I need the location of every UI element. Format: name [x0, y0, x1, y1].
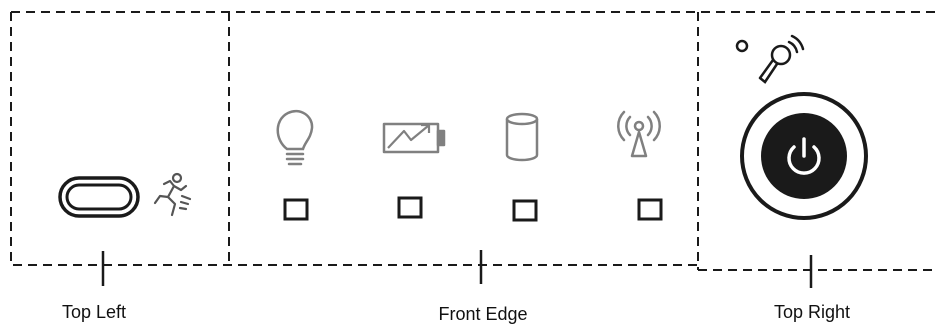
- running-man-icon: [153, 172, 192, 217]
- indicator-light-power: [283, 198, 309, 221]
- pill-button-outer: [58, 176, 140, 218]
- pill-button-inner: [65, 183, 133, 211]
- label-top-left: Top Left: [62, 302, 127, 322]
- label-front-edge: Front Edge: [438, 304, 528, 324]
- instant-key-button[interactable]: [58, 176, 140, 218]
- power-button[interactable]: [740, 92, 868, 220]
- indicator-squares: [283, 196, 663, 222]
- top-left-outline: [10, 12, 698, 266]
- microphone-hole: [735, 39, 749, 53]
- bulb-icon: [276, 109, 314, 166]
- indicator-light-storage: [512, 199, 538, 222]
- label-top-right: Top Right: [773, 302, 851, 322]
- power-button-ring: [740, 92, 868, 220]
- drive-activity-icon: [505, 112, 539, 162]
- battery-charging-icon: [382, 122, 446, 154]
- indicator-light-battery: [397, 196, 423, 219]
- region-outlines: [10, 11, 938, 271]
- power-button-icon: [787, 137, 821, 175]
- leader-lines: [101, 250, 813, 288]
- indicator-light-wireless: [637, 198, 663, 221]
- microphone-icon: [735, 34, 805, 84]
- wireless-icon: [617, 110, 661, 158]
